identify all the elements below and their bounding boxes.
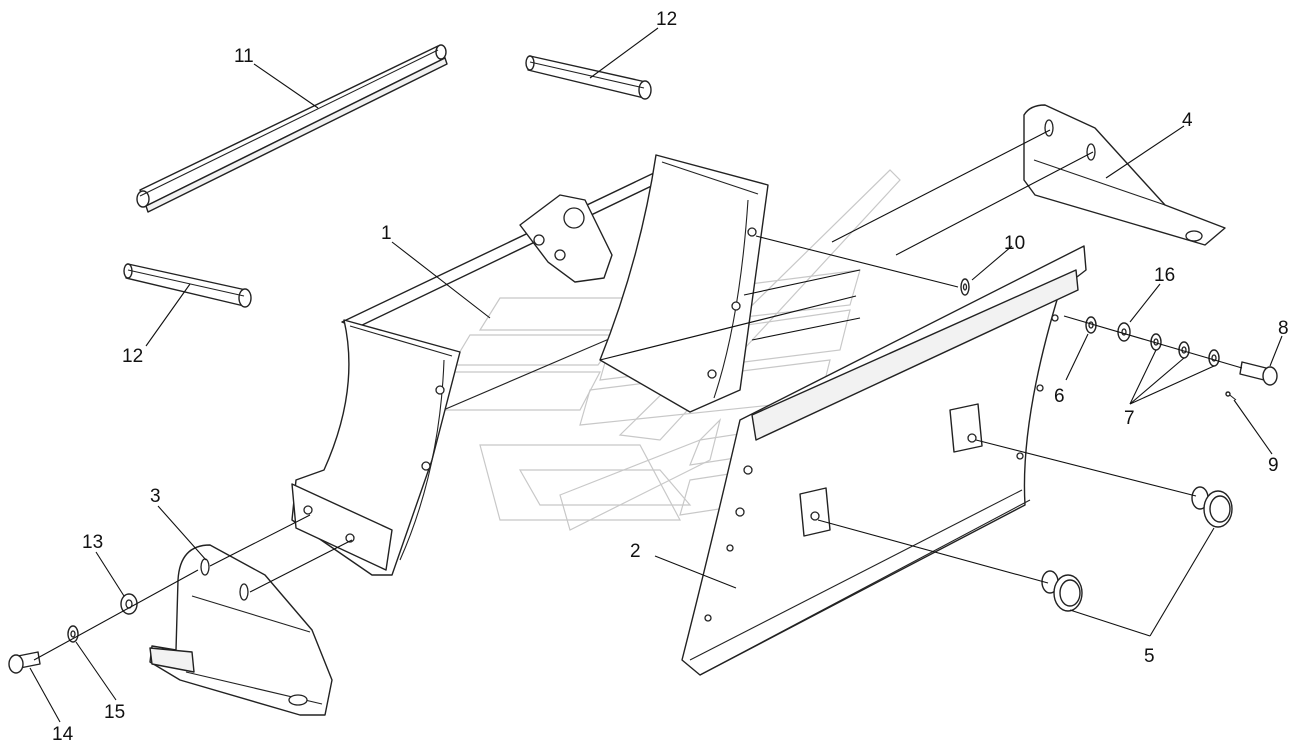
callout-15: 15 [104,702,125,723]
pin-part-9 [1225,391,1237,401]
callout-6: 6 [1054,386,1065,407]
callout-3: 3 [150,486,161,507]
callout-11: 11 [234,46,254,67]
bolt-part-14 [8,651,41,674]
washer-part-16 [1117,322,1131,342]
washer-part-13 [120,593,138,615]
knob-part-5-left [1041,570,1083,612]
callout-9: 9 [1268,455,1279,476]
callout-12-upper: 12 [656,9,677,30]
rod-part-12-lower [123,263,252,308]
callout-12-lower: 12 [122,346,143,367]
washers-part-7 [1150,333,1220,367]
knob-part-5-right [1191,486,1233,528]
bracket-part-3 [149,544,333,716]
callout-10: 10 [1004,233,1025,254]
callout-1: 1 [381,223,392,244]
washer-part-10 [960,278,970,296]
callout-2: 2 [630,541,641,562]
rod-part-11 [136,44,448,213]
rod-part-12-upper [525,55,652,100]
callout-14: 14 [52,724,74,745]
bolt-part-8 [1239,361,1278,386]
callout-13: 13 [82,532,103,553]
callout-7: 7 [1124,408,1135,429]
washer-part-15 [67,625,79,643]
callout-labels: 11 12 12 1 4 10 16 8 6 7 9 2 5 3 13 15 1… [52,9,1289,745]
callout-4: 4 [1182,110,1193,131]
callout-5: 5 [1144,646,1155,667]
callout-8: 8 [1278,318,1289,339]
plate-part-2 [681,245,1087,676]
bracket-part-4 [1023,104,1226,246]
frame-part-1 [291,154,769,576]
callout-leaders [29,27,1283,723]
callout-16: 16 [1154,265,1175,286]
assembly-lines [33,129,1243,661]
